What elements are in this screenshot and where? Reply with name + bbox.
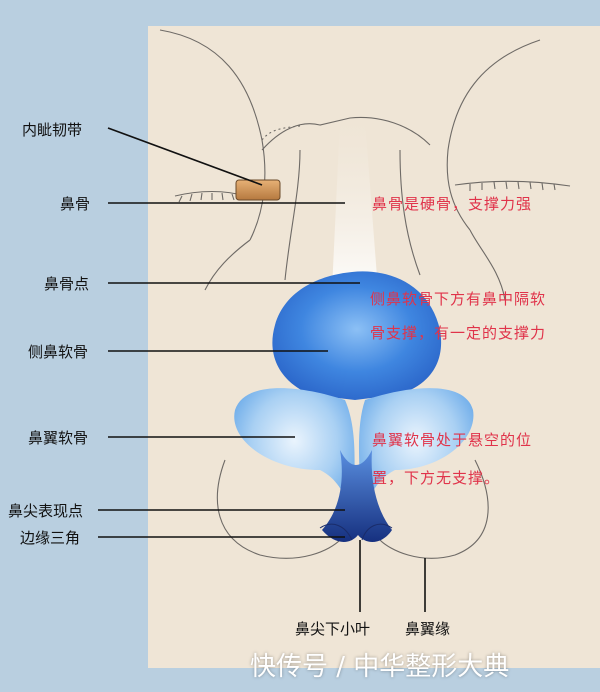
label-alar-cartilage: 鼻翼软骨 <box>28 429 89 447</box>
label-infratip-lobule: 鼻尖下小叶 <box>295 620 371 638</box>
label-medial-canthal-ligament: 内眦韧带 <box>22 121 83 139</box>
label-tip-defining-point: 鼻尖表现点 <box>8 502 84 520</box>
note-lateral-line1: 侧鼻软骨下方有鼻中隔软 <box>370 290 547 308</box>
medial-canthal-ligament-shape <box>235 179 281 201</box>
label-nasal-bone: 鼻骨 <box>60 195 91 213</box>
note-alar-line2: 置，下方无支撑。 <box>372 469 501 487</box>
right-eye-closed <box>454 180 571 191</box>
label-lateral-cartilage: 侧鼻软骨 <box>28 343 89 361</box>
label-soft-triangle: 边缘三角 <box>20 529 81 547</box>
source-watermark: 快传号 / 中华整形大典 <box>250 652 510 682</box>
left-eye-closed <box>174 191 246 203</box>
leader-lines <box>98 127 426 612</box>
alar-cartilage-left-shape <box>234 388 355 520</box>
alar-cartilage-right-shape <box>358 388 474 520</box>
note-nasal-bone: 鼻骨是硬骨，支撑力强 <box>372 195 533 213</box>
lateral-cartilage-shape <box>272 271 442 400</box>
note-alar-line1: 鼻翼软骨处于悬空的位 <box>372 431 533 449</box>
label-nasion-point: 鼻骨点 <box>44 275 90 293</box>
nasal-bridge-highlight <box>332 120 378 290</box>
label-alar-rim: 鼻翼缘 <box>405 620 451 638</box>
nasal-tip-shape <box>322 450 392 542</box>
face-outline <box>159 29 541 559</box>
note-lateral-line2: 骨支撑，有一定的支撑力 <box>370 324 547 342</box>
